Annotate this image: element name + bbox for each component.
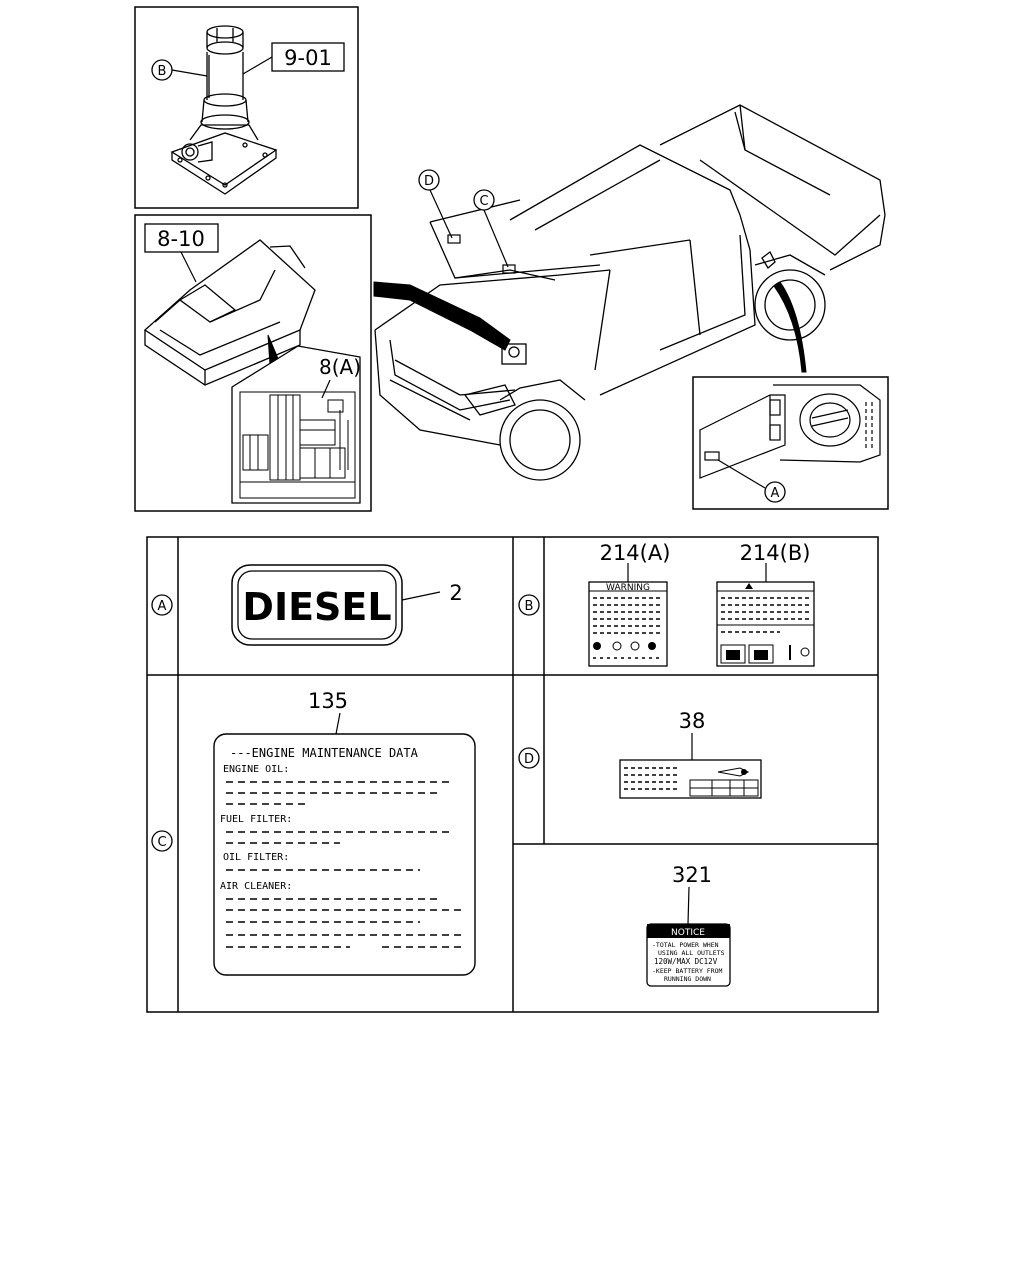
fuel-door-panel: A — [692, 376, 889, 510]
maintenance-blank-lines — [226, 781, 462, 948]
maintenance-label — [213, 733, 476, 976]
notice-part-number: 321 — [672, 863, 712, 887]
row-b-circle — [518, 594, 540, 616]
arrow-to-fusebox — [373, 281, 511, 351]
row-b-part-a: 214(A) — [600, 541, 671, 565]
maintenance-title: ---ENGINE MAINTENANCE DATA — [230, 746, 419, 760]
engine-oil-label: ENGINE OIL: — [223, 764, 289, 775]
row-d-part-number: 38 — [679, 709, 706, 733]
fusebox-illustration — [143, 239, 316, 386]
warning-title: WARNING — [606, 583, 650, 593]
row-b: B 214(A) 214(B) WARNING — [518, 541, 815, 667]
sticker-c-location — [502, 264, 516, 274]
jack-illustration — [170, 25, 278, 195]
fusebox-ref-label: 8-10 — [157, 227, 205, 251]
notice-line-3: 120W/MAX DC12V — [654, 957, 718, 966]
row-a-circle — [151, 594, 173, 616]
fuse-layout-label — [239, 391, 356, 499]
diesel-decal-outer — [231, 564, 403, 646]
notice-header: NOTICE — [671, 928, 705, 938]
air-cleaner-label: AIR CLEANER: — [220, 881, 292, 892]
row-b-part-b: 214(B) — [740, 541, 811, 565]
jack-ref-label: 9-01 — [284, 46, 332, 70]
diesel-decal-text: DIESEL — [242, 585, 391, 629]
row-c-circle — [151, 830, 173, 852]
row-d: D 38 — [518, 709, 762, 799]
notice-line-4: -KEEP BATTERY FROM — [652, 967, 723, 975]
truck-illustration — [374, 104, 886, 481]
row-b-letter: B — [525, 599, 534, 614]
fuel-filter-label: FUEL FILTER: — [220, 814, 292, 825]
callout-circle-a — [764, 481, 786, 503]
notice-line-2: USING ALL OUTLETS — [658, 949, 725, 957]
row-a: A DIESEL 2 — [151, 564, 463, 646]
label-table — [146, 536, 879, 1013]
diesel-decal-inner — [237, 570, 397, 640]
notice-line-5: RUNNING DOWN — [664, 975, 711, 983]
fuse-label-ref: 8(A) — [319, 355, 361, 379]
callout-d-letter: D — [424, 174, 434, 189]
sticker-d-location — [447, 234, 461, 244]
callout-circle-b — [151, 59, 173, 81]
jack-panel: B 9-01 — [134, 6, 359, 209]
row-notice: 321 NOTICE -TOTAL POWER WHEN USING ALL O… — [646, 863, 731, 987]
callout-a-letter: A — [771, 486, 780, 501]
warning-label-b — [716, 581, 815, 667]
fuel-door-illustration — [699, 384, 881, 479]
notice-header-bar — [647, 924, 730, 938]
oil-filter-label: OIL FILTER: — [223, 852, 289, 863]
row-a-part-number: 2 — [449, 581, 462, 605]
row-c-letter: C — [157, 835, 166, 850]
row-a-letter: A — [158, 599, 167, 614]
warning-label-a: WARNING — [588, 581, 668, 667]
notice-line-1: -TOTAL POWER WHEN — [652, 941, 719, 949]
callout-c-letter: C — [479, 194, 488, 209]
row-c: C 135 ---ENGINE MAINTENANCE DATA ENGINE … — [151, 689, 476, 976]
fusebox-panel: 8-10 8(A) — [134, 214, 372, 512]
label-38 — [619, 759, 762, 799]
jack-ref-box — [271, 42, 345, 72]
callout-circle-c — [473, 189, 495, 211]
callout-circle-d — [418, 169, 440, 191]
row-d-letter: D — [524, 752, 534, 767]
callout-b-letter: B — [158, 64, 167, 79]
row-d-circle — [518, 747, 540, 769]
row-c-part-number: 135 — [308, 689, 348, 713]
arrow-to-fuel-door — [773, 281, 807, 373]
